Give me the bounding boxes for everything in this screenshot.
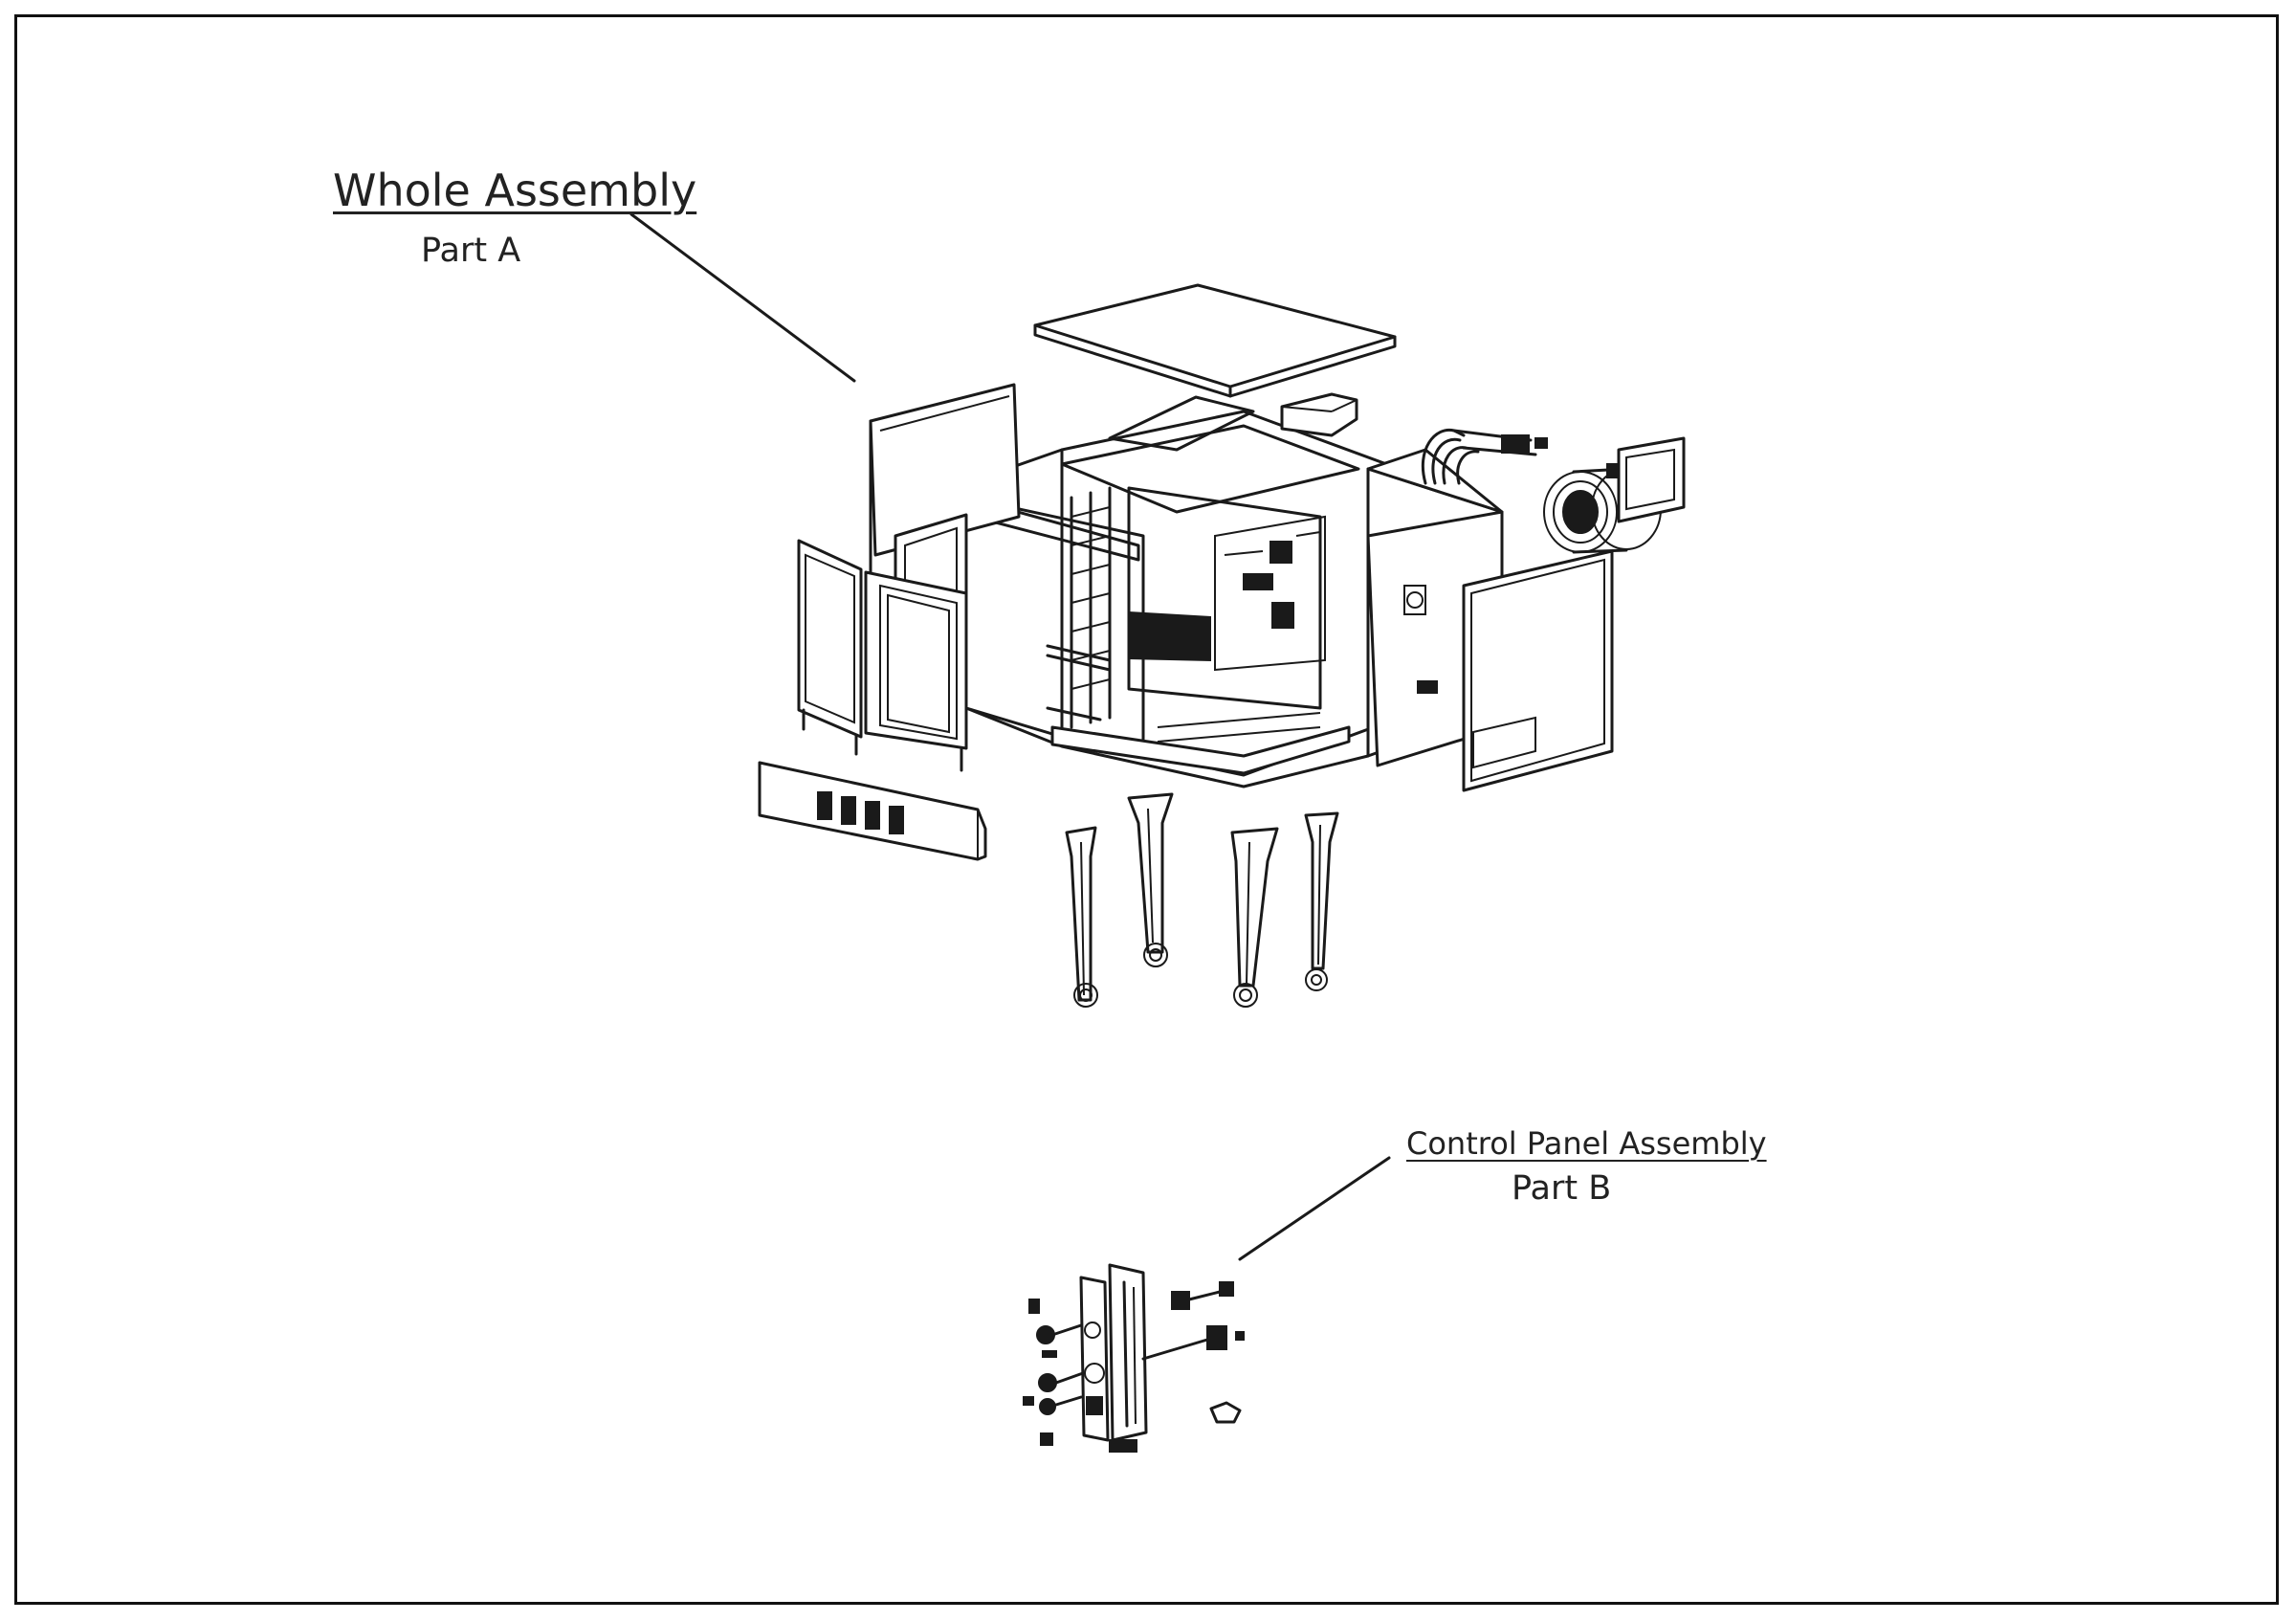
terminal-block bbox=[1209, 1401, 1242, 1424]
right-side-panel bbox=[1462, 549, 1614, 792]
motor-box bbox=[1280, 392, 1358, 437]
control-panel-housing bbox=[758, 761, 987, 861]
switch-right-3 bbox=[1206, 1325, 1227, 1350]
leader-line-part-a bbox=[629, 212, 856, 383]
oven-doors bbox=[797, 539, 968, 772]
top-panel bbox=[1033, 283, 1397, 398]
knob-left-3 bbox=[1038, 1373, 1057, 1392]
leg-4 bbox=[1304, 811, 1339, 991]
whole-assembly-title: Whole Assembly bbox=[333, 165, 697, 216]
leg-3 bbox=[1230, 827, 1279, 1008]
blower-motor-assembly bbox=[1421, 428, 1686, 554]
right-door bbox=[864, 570, 968, 750]
switch-right-2 bbox=[1219, 1281, 1234, 1297]
leg-1 bbox=[1065, 826, 1098, 1008]
knob-left-1 bbox=[1028, 1299, 1040, 1314]
fan-baffle bbox=[1128, 611, 1211, 662]
control-panel-part-label: Part B bbox=[1512, 1169, 1612, 1208]
control-panel-housing-b bbox=[1108, 1263, 1148, 1442]
leg-2 bbox=[1127, 792, 1174, 967]
control-panel-assembly-part-b bbox=[1023, 1263, 1245, 1453]
control-panel-assembly-title: Control Panel Assembly bbox=[1406, 1125, 1767, 1162]
control-panel-faceplate bbox=[1079, 1276, 1110, 1442]
drawing-border bbox=[14, 14, 2279, 1605]
whole-assembly-part-a bbox=[758, 283, 1686, 1008]
switch-right-1 bbox=[1171, 1291, 1190, 1310]
side-panel-vent bbox=[1472, 716, 1536, 769]
knob-left-4 bbox=[1039, 1398, 1056, 1415]
legs-with-casters bbox=[1065, 792, 1339, 1008]
whole-assembly-part-label: Part A bbox=[421, 232, 521, 270]
left-door bbox=[797, 539, 863, 739]
leader-line-part-b bbox=[1238, 1156, 1391, 1261]
